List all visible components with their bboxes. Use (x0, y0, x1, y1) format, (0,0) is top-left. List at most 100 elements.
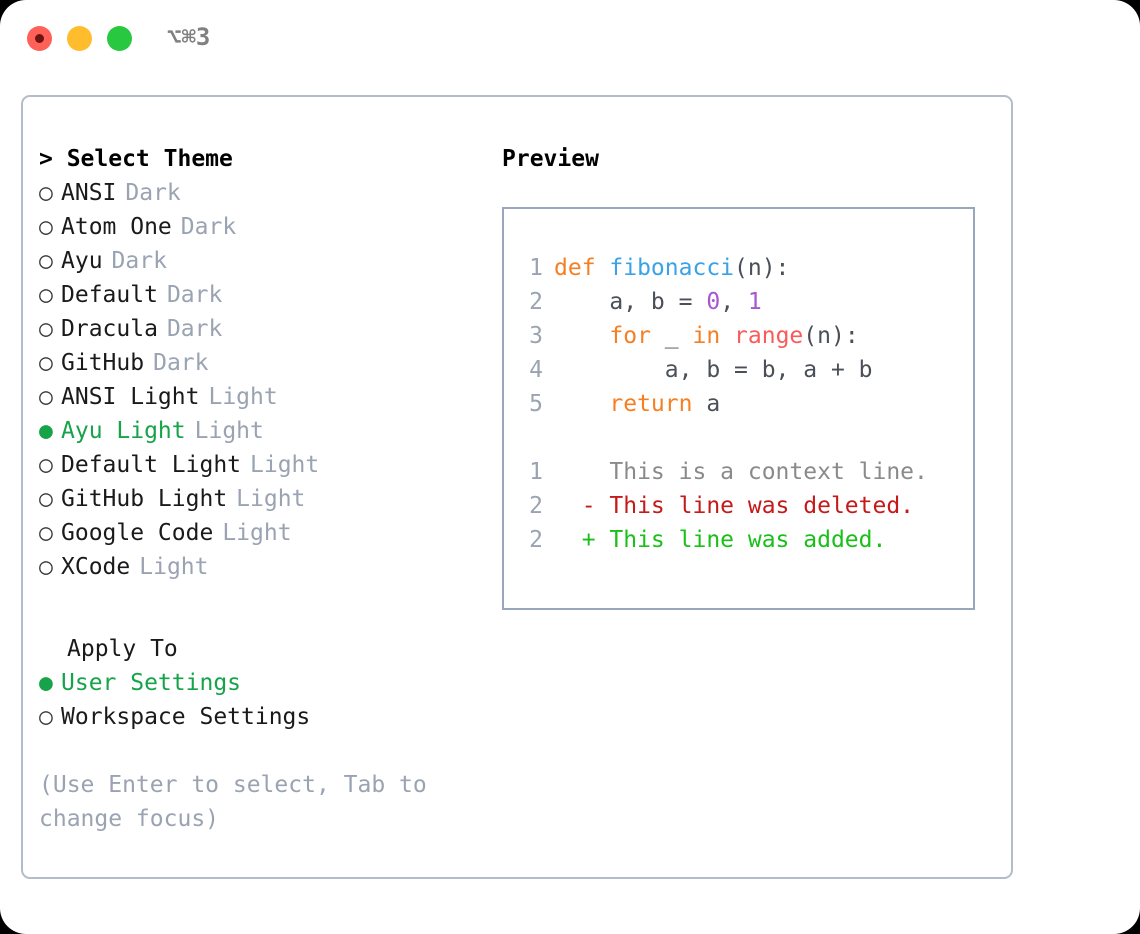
theme-option-label: GitHub (61, 350, 145, 376)
radio-unselected-icon: ○ (39, 180, 53, 206)
theme-option-variant-tag: Dark (125, 180, 181, 206)
radio-selected-icon: ● (39, 670, 53, 696)
theme-option-default-light[interactable]: ○ Default Light Light (39, 448, 479, 482)
theme-option-variant-tag: Dark (111, 248, 167, 274)
line-number: 4 (529, 357, 543, 383)
line-number: 3 (529, 323, 543, 349)
code-token: (n): (734, 255, 790, 281)
line-number: 2 (529, 493, 543, 519)
theme-option-variant-tag: Dark (166, 282, 223, 308)
code-line: 5 return a (521, 387, 969, 421)
theme-option-label: Default (61, 282, 158, 308)
theme-option-dracula[interactable]: ○ Dracula Dark (39, 312, 479, 346)
theme-option-ansi[interactable]: ○ ANSI Dark (39, 176, 479, 210)
theme-option-google-code[interactable]: ○ Google Code Light (39, 516, 479, 550)
radio-unselected-icon: ○ (39, 316, 53, 342)
radio-unselected-icon: ○ (39, 486, 53, 512)
theme-option-label: Google Code (61, 520, 214, 546)
code-token: 0 (706, 289, 721, 315)
radio-unselected-icon: ○ (39, 704, 53, 730)
apply-to-option-user-settings[interactable]: ●User Settings (39, 666, 479, 700)
radio-selected-icon: ● (39, 418, 53, 444)
theme-option-label: ANSI (61, 180, 117, 206)
diff-line: 2 - This line was deleted. (521, 489, 969, 523)
theme-option-variant-tag: Light (250, 452, 320, 478)
theme-option-label: Default Light (61, 452, 242, 478)
theme-option-variant-tag: Light (139, 554, 209, 580)
recording-indicator-icon (35, 34, 44, 43)
theme-option-ayu[interactable]: ○ Ayu Dark (39, 244, 479, 278)
radio-unselected-icon: ○ (39, 452, 53, 478)
diff-marker (554, 459, 609, 485)
apply-to-list: ●User Settings ○ Workspace Settings (39, 666, 479, 734)
radio-unselected-icon: ○ (39, 384, 53, 410)
apply-to-option-label: Workspace Settings (61, 704, 311, 730)
code-token: in (692, 323, 721, 349)
window-title: ⌥⌘3 (167, 23, 211, 51)
theme-option-variant-tag: Light (222, 520, 292, 546)
close-button[interactable] (27, 26, 52, 51)
keyboard-hint: (Use Enter to select, Tab to change focu… (39, 772, 427, 832)
theme-option-github-light[interactable]: ○ GitHub Light Light (39, 482, 479, 516)
preview-heading: Preview (502, 146, 599, 172)
maximize-button[interactable] (107, 26, 132, 51)
radio-unselected-icon: ○ (39, 248, 53, 274)
code-token: 1 (747, 289, 762, 315)
theme-option-variant-tag: Light (236, 486, 306, 512)
theme-option-variant-tag: Light (208, 384, 278, 410)
theme-option-label: Atom One (61, 214, 172, 240)
theme-option-xcode[interactable]: ○ XCode Light (39, 550, 479, 584)
code-token: return (609, 391, 693, 417)
line-number: 5 (529, 391, 543, 417)
radio-unselected-icon: ○ (39, 350, 53, 376)
apply-to-heading: Apply To (67, 636, 178, 662)
code-line: 3 for _ in range(n): (521, 319, 969, 353)
theme-option-variant-tag: Dark (166, 316, 223, 342)
code-gap (521, 421, 969, 455)
diff-marker: + (554, 527, 610, 553)
theme-option-label: Dracula (61, 316, 158, 342)
code-token: a, b = b, a + b (554, 357, 873, 383)
code-line: 1 def fibonacci(n): (521, 251, 969, 285)
code-token: (n): (803, 323, 859, 349)
title-bar: ⌥⌘3 (0, 0, 1140, 78)
line-number: 1 (529, 255, 543, 281)
diff-text: This line was deleted. (609, 493, 915, 519)
minimize-button[interactable] (67, 26, 92, 51)
diff-line: 1 This is a context line. (521, 455, 969, 489)
code-line: 4 a, b = b, a + b (521, 353, 969, 387)
theme-option-label: Ayu Light (61, 418, 186, 444)
code-token: _ (650, 323, 693, 349)
apply-to-option-workspace-settings[interactable]: ○ Workspace Settings (39, 700, 479, 734)
code-token: a, b = (554, 289, 707, 315)
code-token: , (720, 289, 748, 315)
line-number: 2 (529, 527, 543, 553)
radio-unselected-icon: ○ (39, 520, 53, 546)
code-token (720, 323, 734, 349)
theme-option-default[interactable]: ○ Default Dark (39, 278, 479, 312)
code-token: for (609, 323, 651, 349)
code-token: fibonacci (609, 255, 735, 281)
radio-unselected-icon: ○ (39, 282, 53, 308)
theme-option-label: GitHub Light (61, 486, 228, 512)
theme-option-label: Ayu (61, 248, 103, 274)
code-token (554, 323, 609, 349)
theme-option-variant-tag: Dark (153, 350, 209, 376)
theme-option-label: XCode (61, 554, 131, 580)
diff-marker: - (554, 493, 610, 519)
diff-line: 2 + This line was added. (521, 523, 969, 557)
code-line: 2 a, b = 0, 1 (521, 285, 969, 319)
theme-option-github[interactable]: ○ GitHub Dark (39, 346, 479, 380)
code-token: def (554, 255, 610, 281)
radio-unselected-icon: ○ (39, 554, 53, 580)
diff-text: This is a context line. (609, 459, 928, 485)
